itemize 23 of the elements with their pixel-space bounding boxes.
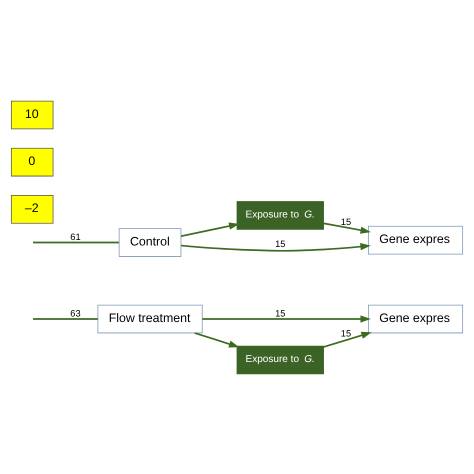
node-box: 10 [10,100,54,129]
edge-label: 15 [340,328,352,338]
edge-label: 15 [275,308,286,318]
arrow [181,242,371,252]
arrow [323,331,372,348]
edge-label: 15 [275,238,286,248]
node-box: Control [118,228,182,256]
arrow [324,222,371,234]
node-box: Exposure to G. [236,200,324,230]
edge-label: 63 [70,308,81,318]
arrow [180,222,240,237]
node-box: 0 [10,147,54,176]
connector [33,318,98,320]
node-box: Exposure to G. [236,345,324,374]
arrow [194,332,240,348]
arrow [202,314,371,322]
connector [33,241,119,243]
edge-label: 61 [70,231,81,242]
node-box: Flow treatment [98,304,203,333]
node-box: Gene expres [368,225,464,254]
node-box: –2 [10,194,54,224]
edge-label: 15 [340,216,352,227]
node-box: Gene expres [368,304,464,333]
